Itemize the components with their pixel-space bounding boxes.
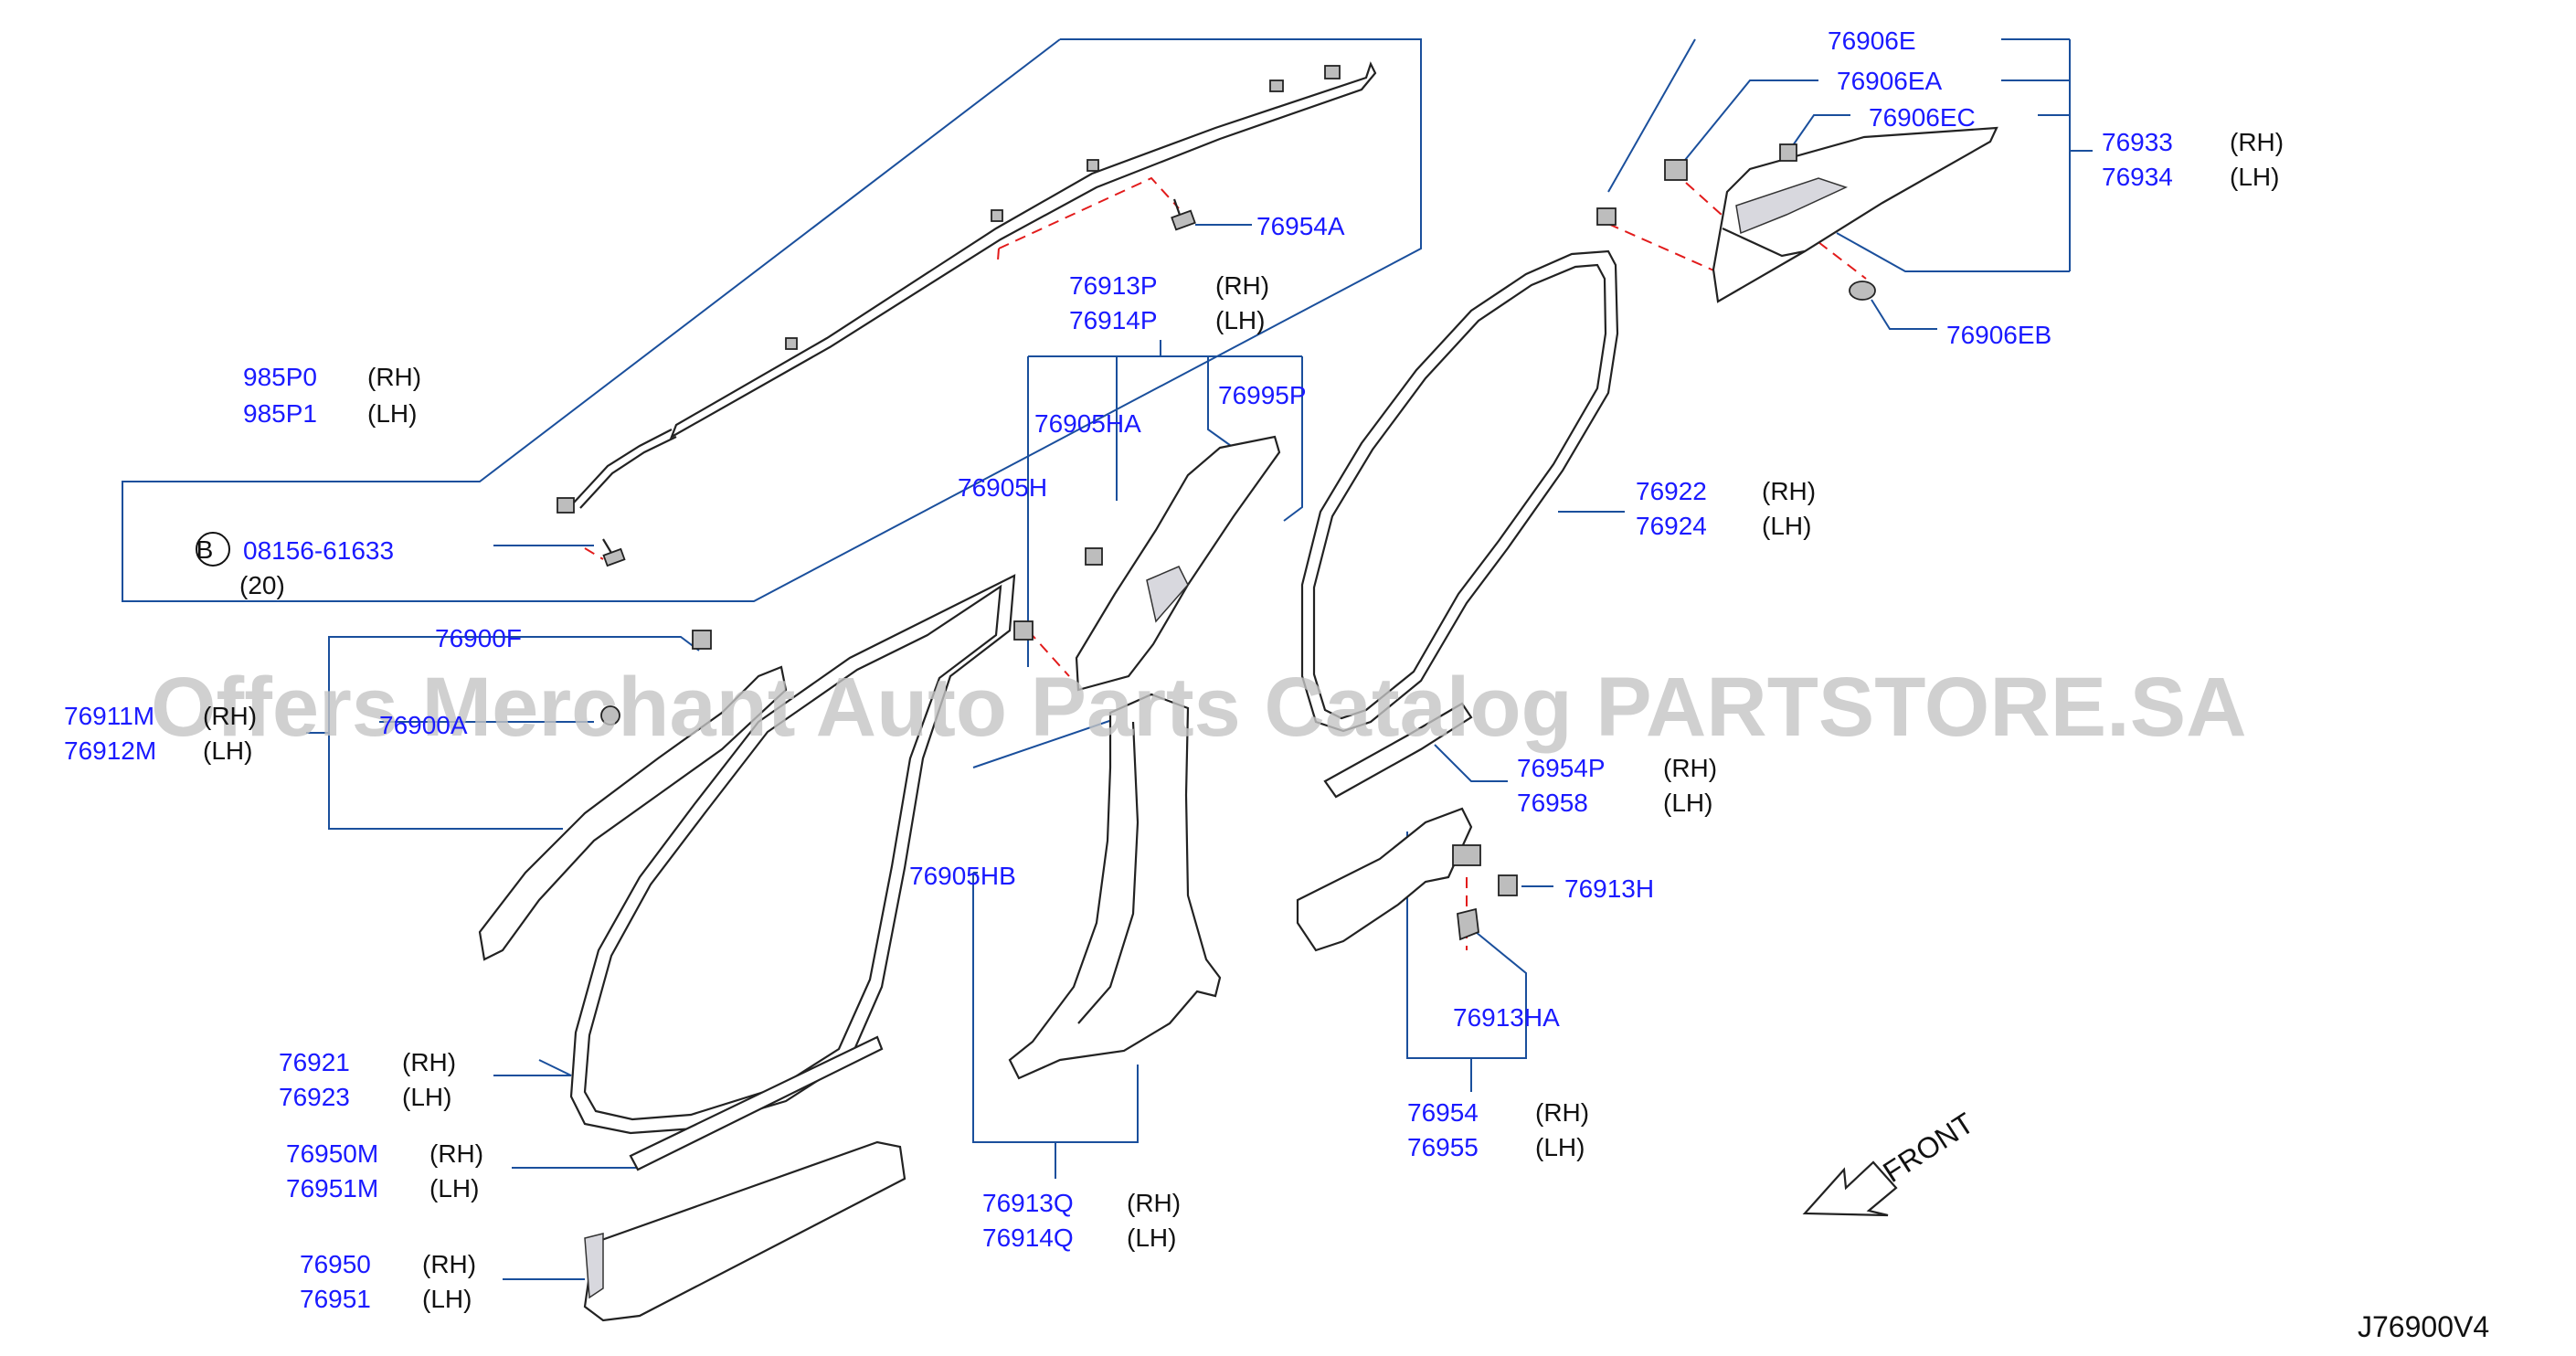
bolt-circle-icon: [196, 532, 230, 567]
front-arrow-icon: [1802, 1160, 1898, 1217]
front-step: [583, 1140, 906, 1322]
label-76951-side: (LH): [422, 1285, 472, 1313]
label-76995p[interactable]: 76995P: [1218, 381, 1307, 409]
label-76906ea[interactable]: 76906EA: [1837, 67, 1943, 95]
label-76950m[interactable]: 76950M: [286, 1139, 378, 1168]
center-pillar-lower: [1008, 693, 1222, 1080]
label-76913p-side: (RH): [1215, 271, 1269, 300]
parts-art: [196, 61, 1998, 1322]
watermark: Offers Merchant Auto Parts Catalog PARTS…: [151, 661, 2247, 754]
label-76951m[interactable]: 76951M: [286, 1174, 378, 1202]
label-76955-side: (LH): [1535, 1133, 1585, 1161]
label-76914q-side: (LH): [1127, 1224, 1176, 1252]
label-76951m-side: (LH): [429, 1174, 479, 1202]
labels: 76906E 76906EA 76906EC 76933 (RH) 76934 …: [64, 26, 2489, 1343]
label-76911m-side: (RH): [203, 702, 257, 730]
label-76933-side: (RH): [2230, 128, 2284, 156]
label-76922[interactable]: 76922: [1636, 477, 1707, 505]
front-label: FRONT: [1877, 1107, 1979, 1189]
label-76913ha[interactable]: 76913HA: [1453, 1003, 1560, 1032]
bolt-08156-61633: [602, 538, 626, 567]
label-76911m[interactable]: 76911M: [64, 702, 154, 730]
label-76921-side: (RH): [402, 1048, 456, 1076]
label-76912m-side: (LH): [203, 736, 252, 765]
label-76955[interactable]: 76955: [1407, 1133, 1479, 1161]
label-76954[interactable]: 76954: [1407, 1098, 1479, 1127]
clip-76913h: [1498, 874, 1518, 896]
label-76923-side: (LH): [402, 1083, 451, 1111]
label-76906eb[interactable]: 76906EB: [1946, 321, 2051, 349]
kick-plate-rear: [1323, 702, 1473, 799]
label-76958-side: (LH): [1663, 789, 1712, 817]
label-985p1-side: (LH): [367, 399, 417, 428]
bolt-circle-letter: B: [196, 535, 214, 564]
label-76906ec[interactable]: 76906EC: [1869, 103, 1976, 132]
label-985p0[interactable]: 985P0: [243, 363, 317, 391]
curtain-airbag: [557, 61, 1377, 514]
label-76954a[interactable]: 76954A: [1256, 212, 1345, 240]
label-76950-side: (RH): [422, 1250, 476, 1278]
label-76921[interactable]: 76921: [279, 1048, 350, 1076]
label-76905h[interactable]: 76905H: [958, 473, 1047, 502]
label-76914q[interactable]: 76914Q: [982, 1224, 1074, 1252]
label-76934[interactable]: 76934: [2102, 163, 2173, 191]
label-76913q[interactable]: 76913Q: [982, 1189, 1074, 1217]
label-08156-61633[interactable]: 08156-61633: [243, 536, 394, 565]
label-76906e[interactable]: 76906E: [1828, 26, 1916, 55]
label-76958[interactable]: 76958: [1517, 789, 1588, 817]
kick-plate-front: [629, 1035, 884, 1171]
label-76922-side: (RH): [1762, 477, 1816, 505]
label-76954p-side: (RH): [1663, 754, 1717, 782]
clip-76913ha: [1457, 907, 1479, 941]
label-76914p[interactable]: 76914P: [1069, 306, 1158, 334]
label-76924[interactable]: 76924: [1636, 512, 1707, 540]
label-76905ha[interactable]: 76905HA: [1034, 409, 1141, 438]
center-pillar-upper: [1013, 435, 1281, 692]
clip-76906ea: [1664, 159, 1688, 181]
label-76905hb[interactable]: 76905HB: [909, 862, 1016, 890]
label-76924-side: (LH): [1762, 512, 1811, 540]
label-76914p-side: (LH): [1215, 306, 1265, 334]
label-76954-side: (RH): [1535, 1098, 1589, 1127]
label-76951[interactable]: 76951: [300, 1285, 371, 1313]
rear-step: [1296, 807, 1481, 952]
front-pillar-garnish: [478, 630, 788, 961]
label-bolt-qty: (20): [239, 571, 285, 599]
label-76913q-side: (RH): [1127, 1189, 1181, 1217]
leader-lines: [122, 38, 2093, 1280]
label-985p1[interactable]: 985P1: [243, 399, 317, 428]
label-76933[interactable]: 76933: [2102, 128, 2173, 156]
label-76912m[interactable]: 76912M: [64, 736, 156, 765]
clip-76906ec: [1779, 143, 1797, 162]
rear-door-weatherstrip: [1300, 249, 1619, 733]
label-76954p[interactable]: 76954P: [1517, 754, 1606, 782]
label-76923[interactable]: 76923: [279, 1083, 350, 1111]
label-76900f[interactable]: 76900F: [435, 624, 522, 652]
front-door-weatherstrip: [569, 574, 1016, 1135]
label-985p0-side: (RH): [367, 363, 421, 391]
label-76900a[interactable]: 76900A: [379, 711, 468, 739]
clip-76906eb: [1849, 281, 1876, 301]
diagram-code: J76900V4: [2358, 1310, 2489, 1343]
label-76950m-side: (RH): [429, 1139, 483, 1168]
rear-pillar-garnish: [1712, 126, 1998, 303]
clip-76906e: [1596, 207, 1617, 226]
label-76950[interactable]: 76950: [300, 1250, 371, 1278]
bolt-76954a: [1171, 198, 1196, 231]
label-76913h[interactable]: 76913H: [1564, 874, 1654, 903]
label-76913p[interactable]: 76913P: [1069, 271, 1158, 300]
label-76934-side: (LH): [2230, 163, 2279, 191]
